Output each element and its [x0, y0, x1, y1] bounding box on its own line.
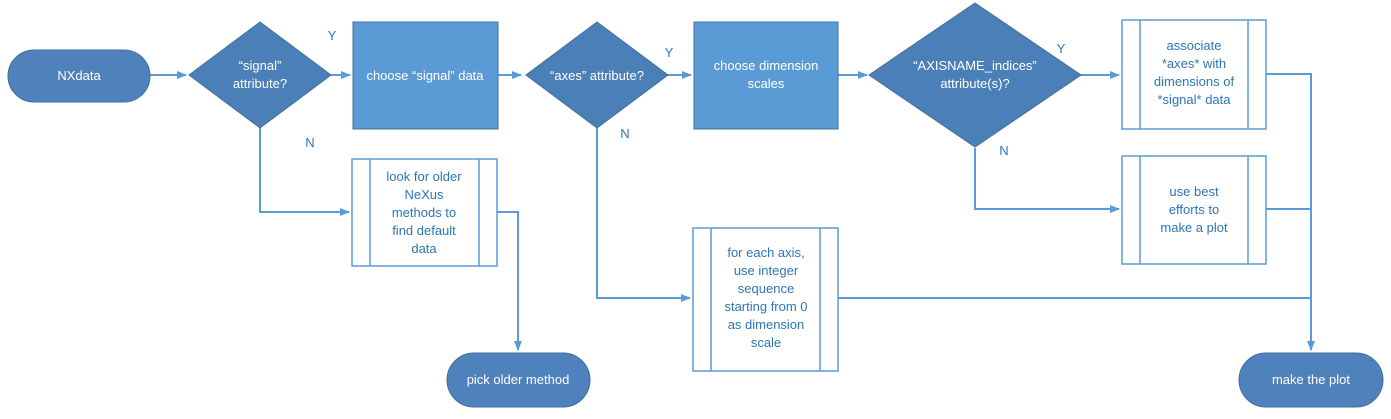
decision-axisname-indices[interactable]: “AXISNAME_indices” attribute(s)? [868, 2, 1082, 148]
process-choose-signal-data[interactable]: choose “signal” data [352, 21, 499, 130]
subprocess-associate-axes-line4: *signal* data [1158, 92, 1232, 107]
subprocess-best-efforts-line1: use best [1169, 184, 1219, 199]
decision-axes-attribute[interactable]: “axes” attribute? [525, 21, 669, 129]
subprocess-integer-sequence-line6: scale [751, 335, 781, 350]
subprocess-best-efforts[interactable]: use best efforts to make a plot [1121, 155, 1267, 265]
decision-axes-attribute-label: “axes” attribute? [550, 68, 644, 83]
decision-signal-attribute-line1: “signal” [239, 58, 282, 73]
process-choose-dimension-scales[interactable]: choose dimension scales [693, 21, 839, 130]
decision-signal-attribute[interactable]: “signal” attribute? [188, 21, 332, 129]
decision-axisname-indices-line2: attribute(s)? [940, 76, 1009, 91]
edge-older-to-pick [497, 211, 522, 351]
subprocess-older-nexus-line5: data [411, 241, 437, 256]
decision-axisname-indices-line1: “AXISNAME_indices” [913, 58, 1037, 73]
subprocess-associate-axes[interactable]: associate *axes* with dimensions of *sig… [1121, 19, 1267, 130]
process-choose-signal-data-label: choose “signal” data [366, 68, 484, 83]
edge-label-axes-yes: Y [665, 45, 674, 60]
terminal-make-the-plot[interactable]: make the plot [1238, 352, 1384, 408]
subprocess-integer-sequence[interactable]: for each axis, use integer sequence star… [692, 227, 839, 372]
subprocess-best-efforts-line2: efforts to [1169, 202, 1219, 217]
edge-label-axisname-no: N [999, 143, 1008, 158]
subprocess-older-nexus-line3: methods to [392, 205, 456, 220]
subprocess-integer-sequence-line2: use integer [734, 263, 799, 278]
subprocess-older-nexus[interactable]: look for older NeXus methods to find def… [351, 158, 498, 267]
edge-label-signal-yes: Y [328, 28, 337, 43]
subprocess-best-efforts-line3: make a plot [1160, 220, 1228, 235]
edge-label-axes-no: N [620, 126, 629, 141]
subprocess-associate-axes-line3: dimensions of [1154, 74, 1235, 89]
subprocess-associate-axes-line1: associate [1167, 38, 1222, 53]
terminal-pick-older-method[interactable]: pick older method [446, 352, 591, 408]
edge-label-axisname-yes: Y [1057, 41, 1066, 56]
edge-signal-no [259, 128, 350, 216]
terminal-nxdata-label: NXdata [57, 68, 101, 83]
edge-axes-no [596, 128, 691, 302]
decision-signal-attribute-line2: attribute? [233, 76, 287, 91]
edge-associate-to-plot [1266, 73, 1315, 351]
terminal-nxdata[interactable]: NXdata [7, 49, 151, 103]
subprocess-integer-sequence-line3: sequence [738, 281, 794, 296]
process-choose-dimension-scales-line2: scales [748, 76, 785, 91]
subprocess-integer-sequence-line5: as dimension [728, 317, 805, 332]
edge-label-signal-no: N [305, 135, 314, 150]
subprocess-associate-axes-line2: *axes* with [1162, 56, 1226, 71]
edge-axisname-no [974, 148, 1120, 213]
subprocess-integer-sequence-line1: for each axis, [727, 245, 804, 260]
subprocess-older-nexus-line1: look for older [386, 169, 462, 184]
terminal-make-the-plot-label: make the plot [1272, 372, 1350, 387]
subprocess-older-nexus-line4: find default [392, 223, 456, 238]
subprocess-integer-sequence-line4: starting from 0 [724, 299, 807, 314]
subprocess-older-nexus-line2: NeXus [404, 187, 444, 202]
terminal-pick-older-method-label: pick older method [467, 372, 570, 387]
process-choose-dimension-scales-line1: choose dimension [714, 58, 819, 73]
